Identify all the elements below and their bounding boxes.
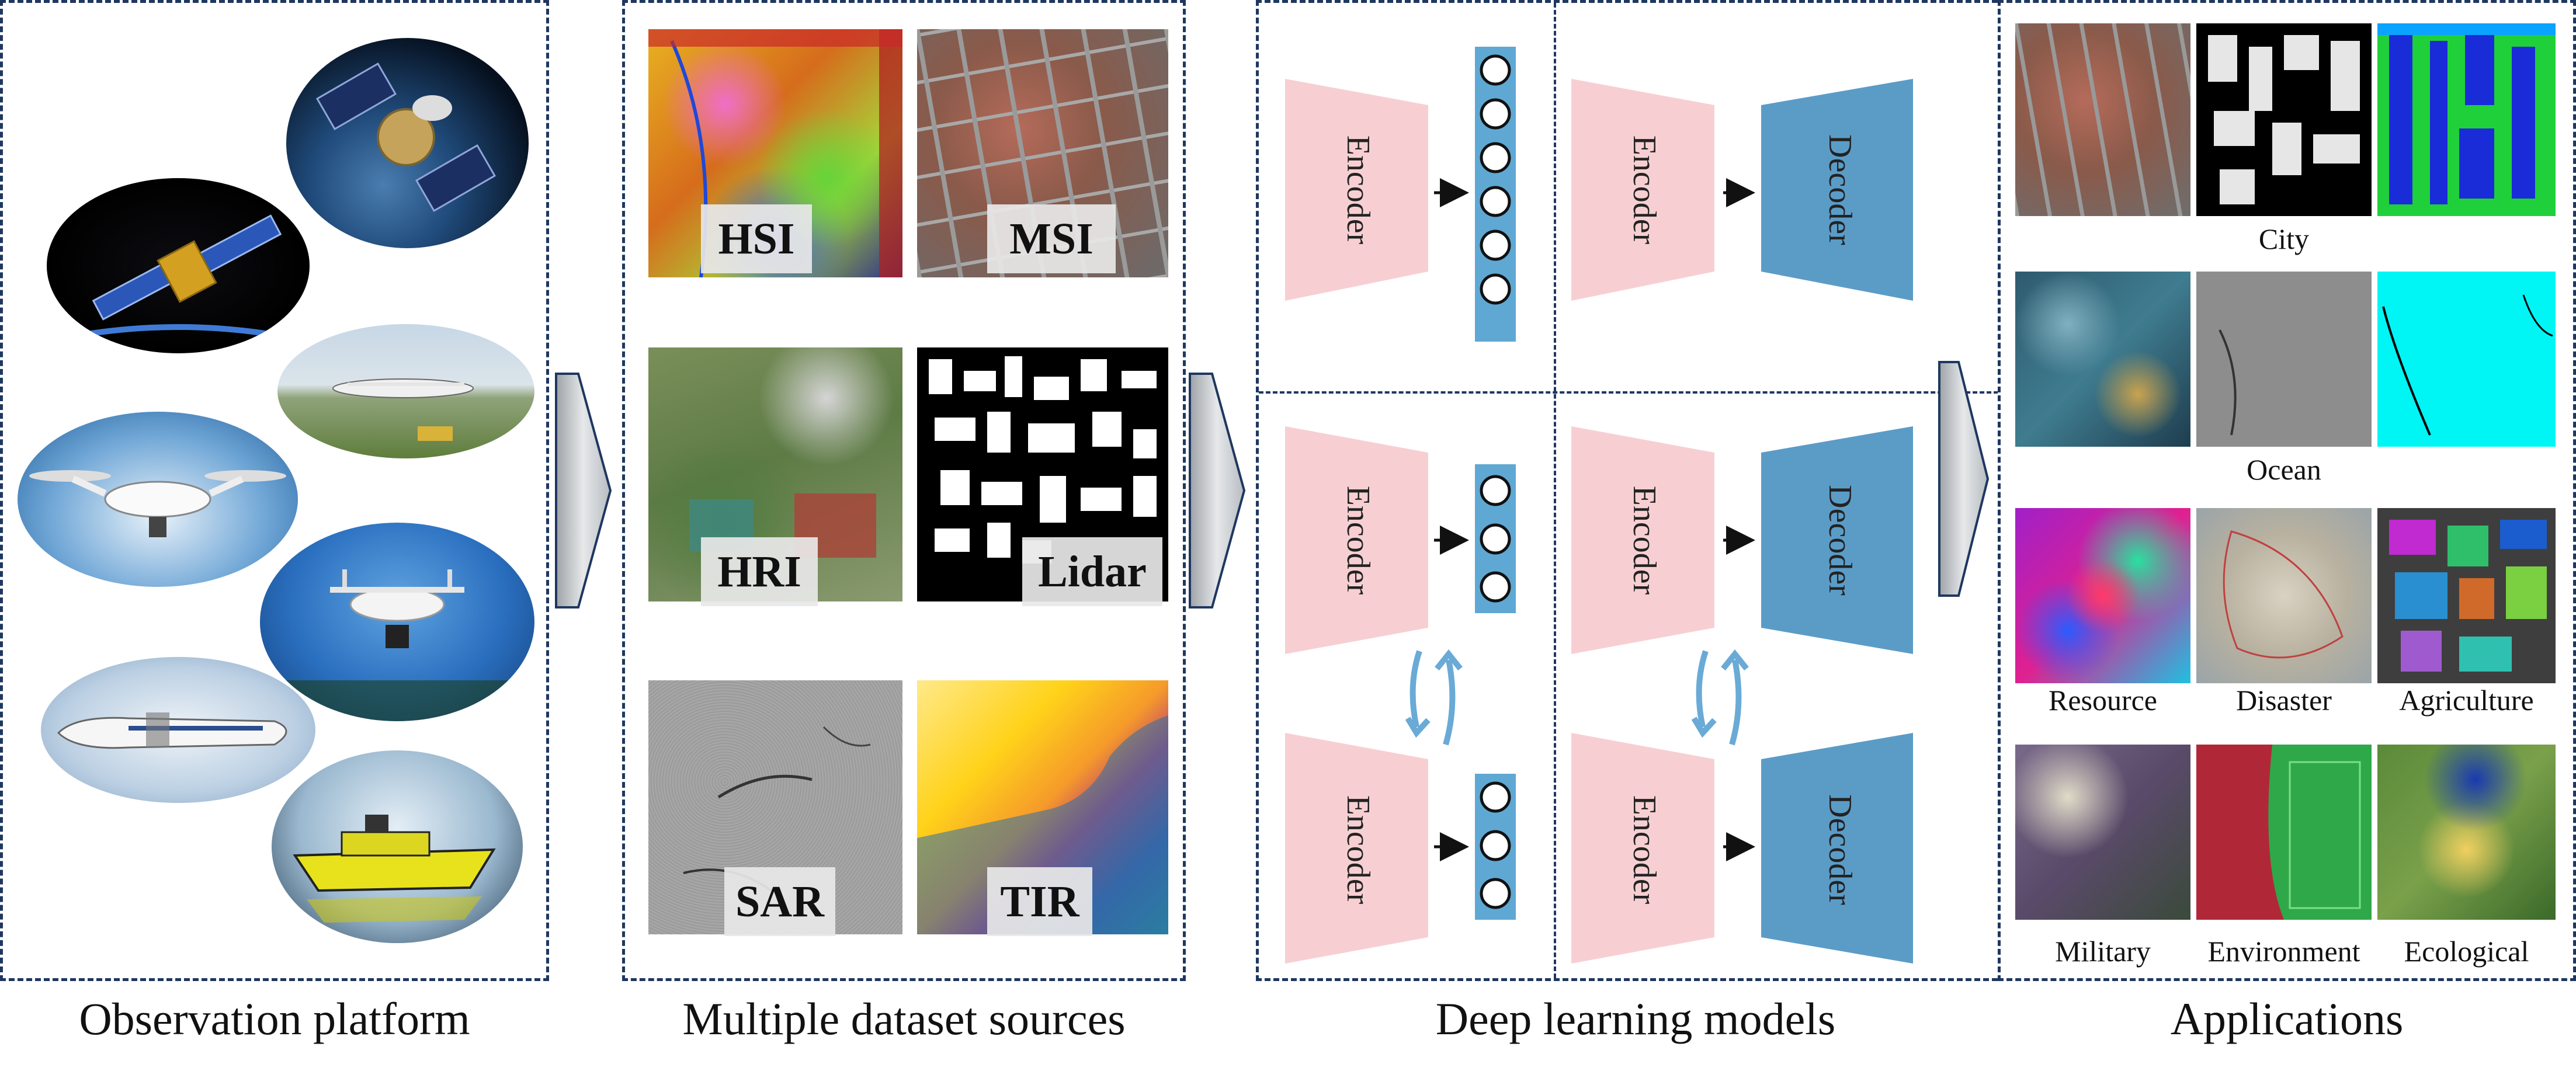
msi-label: MSI — [987, 204, 1116, 273]
agriculture-image — [2377, 508, 2556, 683]
encoder-label: Encoder — [1340, 486, 1376, 595]
ecological-label: Ecological — [2404, 935, 2529, 968]
hsi-label: HSI — [701, 204, 812, 273]
satellite-icon — [315, 62, 497, 213]
drone-icon — [29, 470, 286, 537]
models-panel: Encoder Encoder Decoder Encoder — [1256, 0, 2015, 981]
ocean-image — [2196, 272, 2372, 447]
datasets-caption: Multiple dataset sources — [682, 993, 1126, 1044]
flow-arrow — [1189, 373, 1246, 608]
latent-vector — [1475, 774, 1516, 920]
encoder-label: Encoder — [1340, 795, 1376, 905]
observation-panel — [0, 0, 549, 981]
drone-icon — [260, 569, 534, 721]
divider-horizontal — [1259, 391, 2012, 394]
sync-arrows — [1691, 649, 1749, 746]
sync-arrows — [1405, 649, 1463, 746]
city-image — [2015, 23, 2190, 216]
aircraft-image — [277, 324, 534, 458]
decoder-block: Decoder — [1761, 733, 1913, 964]
datasets-panel: HSI MSI HRI Lidar — [622, 0, 1186, 981]
encoder-label: Encoder — [1626, 795, 1662, 905]
city-image — [2377, 23, 2556, 216]
decoder-block: Decoder — [1761, 426, 1913, 654]
applications-panel: City Ocean Resource Disaster Agriculture… — [1998, 0, 2576, 981]
satellite-image — [47, 178, 310, 353]
boat-icon — [293, 815, 496, 923]
satellite-icon — [47, 214, 310, 345]
flow-arrow — [1938, 361, 1990, 597]
hsi-image — [648, 29, 902, 277]
boat-image — [272, 750, 523, 943]
ocean-image — [2015, 272, 2190, 447]
encoder-label: Encoder — [1340, 135, 1376, 245]
latent-vector — [1475, 47, 1516, 342]
satellite-image — [286, 38, 529, 248]
hri-image — [648, 347, 902, 601]
aircraft-image — [41, 657, 315, 803]
disaster-image — [2196, 508, 2372, 683]
divider-vertical — [1554, 3, 1556, 978]
military-label: Military — [2055, 935, 2151, 968]
sar-label: SAR — [724, 867, 835, 936]
decoder-label: Decoder — [1822, 794, 1858, 905]
decoder-label: Decoder — [1822, 134, 1858, 245]
environment-image — [2196, 745, 2372, 920]
encoder-label: Encoder — [1626, 135, 1662, 245]
flow-arrow — [555, 373, 612, 608]
ecological-image — [2377, 745, 2556, 920]
disaster-label: Disaster — [2236, 684, 2332, 717]
models-diagram: Encoder Encoder Decoder Encoder — [1285, 47, 1913, 964]
encoder-block: Encoder — [1571, 733, 1714, 964]
drone-image — [18, 412, 298, 587]
encoder-block: Encoder — [1571, 79, 1714, 301]
observation-caption: Observation platform — [79, 993, 470, 1044]
environment-label: Environment — [2207, 935, 2360, 968]
hri-label: HRI — [701, 537, 818, 606]
latent-vector — [1475, 464, 1516, 613]
resource-image — [2015, 508, 2190, 683]
agriculture-label: Agriculture — [2399, 684, 2534, 717]
ocean-image — [2377, 272, 2556, 447]
tir-label: TIR — [987, 867, 1092, 936]
encoder-block: Encoder — [1571, 426, 1714, 654]
drone-image — [260, 523, 534, 721]
applications-caption: Applications — [2170, 993, 2404, 1044]
decoder-block: Decoder — [1761, 79, 1913, 301]
ocean-label: Ocean — [2247, 453, 2321, 486]
tir-image — [917, 680, 1168, 934]
military-image — [2015, 745, 2190, 920]
encoder-block: Encoder — [1285, 79, 1428, 301]
lidar-label: Lidar — [1022, 537, 1162, 606]
encoder-label: Encoder — [1626, 486, 1662, 595]
resource-label: Resource — [2048, 684, 2158, 717]
encoder-block: Encoder — [1285, 426, 1428, 654]
airplane-icon — [57, 712, 287, 749]
decoder-label: Decoder — [1822, 485, 1858, 596]
city-label: City — [2258, 222, 2310, 255]
airplane-icon — [332, 378, 474, 441]
encoder-block: Encoder — [1285, 733, 1428, 964]
models-caption: Deep learning models — [1435, 993, 1836, 1044]
city-image — [2196, 23, 2372, 216]
